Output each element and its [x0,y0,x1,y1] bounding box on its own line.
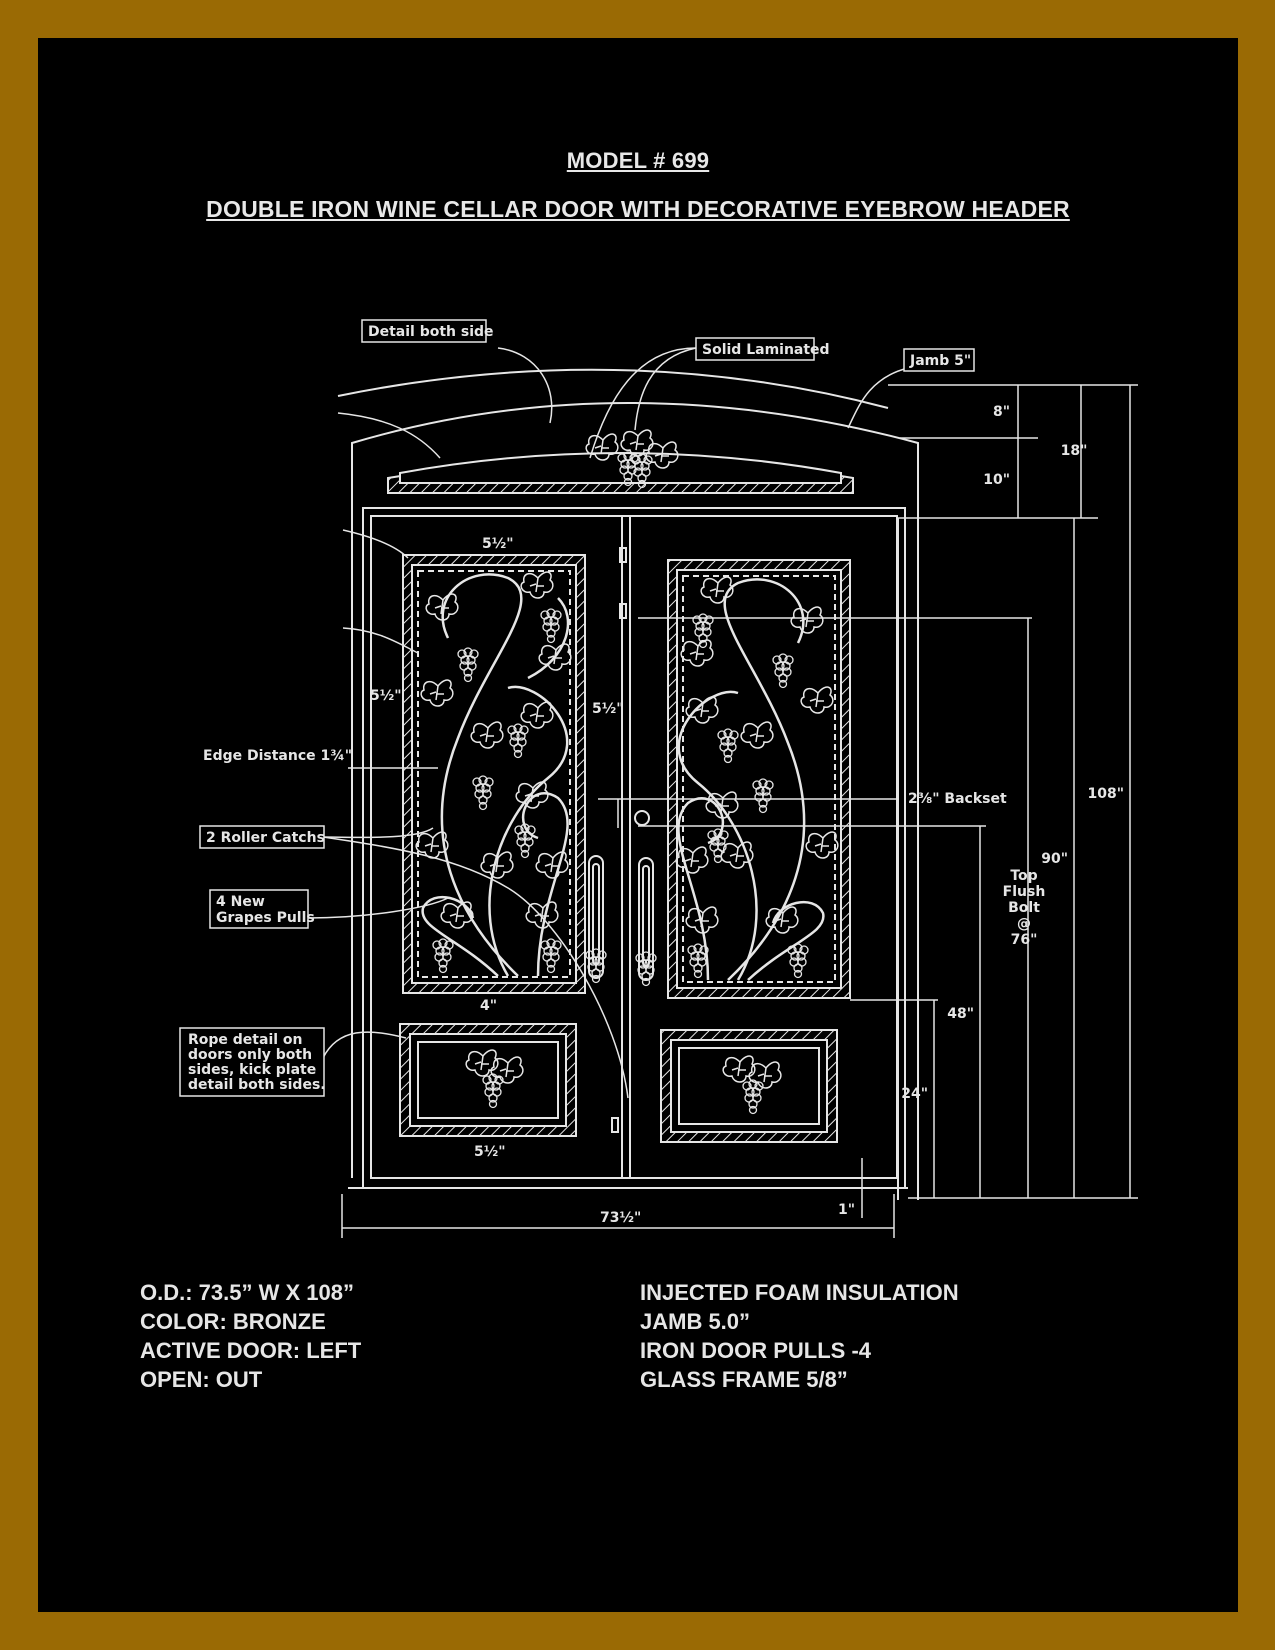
callout-solid-laminated: Solid Laminated [702,342,830,358]
dim-left-stile: 5½" [370,688,402,704]
dim-mid-rail: 4" [480,998,497,1014]
specs-left: O.D.: 73.5” W X 108” COLOR: BRONZE ACTIV… [140,1278,361,1394]
dim-bottom-rail: 5½" [474,1144,506,1160]
callout-box-grapes-pulls [209,889,309,929]
dim-48: 48" [947,1006,974,1022]
callout-rope-line3: sides, kick plate [188,1062,316,1078]
callout-flush-bolt-4: @ [1017,916,1031,932]
spec-insulation: INJECTED FOAM INSULATION [640,1280,959,1305]
door-pulls [585,547,657,1133]
dim-18: 18" [1061,443,1088,459]
dim-24: 24" [901,1086,928,1102]
callout-jamb: Jamb 5" [909,353,971,369]
dim-90: 90" [1041,851,1068,867]
dim-1: 1" [838,1202,855,1218]
callout-flush-bolt-5: 76" [1011,932,1038,948]
callout-roller-catchs: 2 Roller Catchs [206,830,325,846]
callout-box-roller-catchs [199,825,325,849]
callout-grapes-pulls-line2: Grapes Pulls [216,910,315,926]
callout-box-detail [361,319,487,343]
model-title: MODEL # 699 [566,148,710,173]
spec-active-door: ACTIVE DOOR: LEFT [140,1338,362,1363]
dimension-lines [341,384,1138,1238]
door-elevation-drawing: Detail both side Solid Laminated Jamb 5"… [179,319,1138,1238]
dim-right-stile: 5½" [592,701,624,717]
callout-box-rope-detail [179,1027,325,1097]
callout-flush-bolt-3: Bolt [1008,900,1040,916]
dim-top-rail: 5½" [482,536,514,552]
door-subtitle: DOUBLE IRON WINE CELLAR DOOR WITH DECORA… [206,196,1070,222]
spec-door-pulls: IRON DOOR PULLS -4 [640,1338,872,1363]
callout-edge-distance: Edge Distance 1¾" [203,748,352,764]
leader-lines [307,347,909,1099]
spec-od: O.D.: 73.5” W X 108” [140,1280,354,1305]
callout-backset: 2⅜" Backset [908,791,1007,807]
spec-open: OPEN: OUT [140,1367,263,1392]
callout-rope-line4: detail both sides. [188,1077,326,1093]
left-vine-scroll [421,573,570,977]
callout-rope-line1: Rope detail on [188,1032,303,1048]
specs-right: INJECTED FOAM INSULATION JAMB 5.0” IRON … [640,1278,959,1394]
dim-108: 108" [1087,786,1124,802]
spec-jamb: JAMB 5.0” [640,1309,751,1334]
callout-detail-both-side: Detail both side [368,324,494,340]
callout-rope-line2: doors only both [188,1047,312,1063]
callout-grapes-pulls-line1: 4 New [216,894,265,910]
dim-10: 10" [983,472,1010,488]
spec-glass-frame: GLASS FRAME 5/8” [640,1367,848,1392]
jamb-outline [351,402,919,1200]
drawing-sheet: MODEL # 699 DOUBLE IRON WINE CELLAR DOOR… [38,38,1238,1612]
callout-flush-bolt-1: Top [1010,868,1037,884]
callout-flush-bolt-2: Flush [1003,884,1046,900]
dim-overall-width: 73½" [600,1210,641,1226]
dim-8: 8" [993,404,1010,420]
spec-color: COLOR: BRONZE [140,1309,326,1334]
callout-box-solid-laminated [695,337,815,361]
callout-box-jamb [903,348,975,372]
